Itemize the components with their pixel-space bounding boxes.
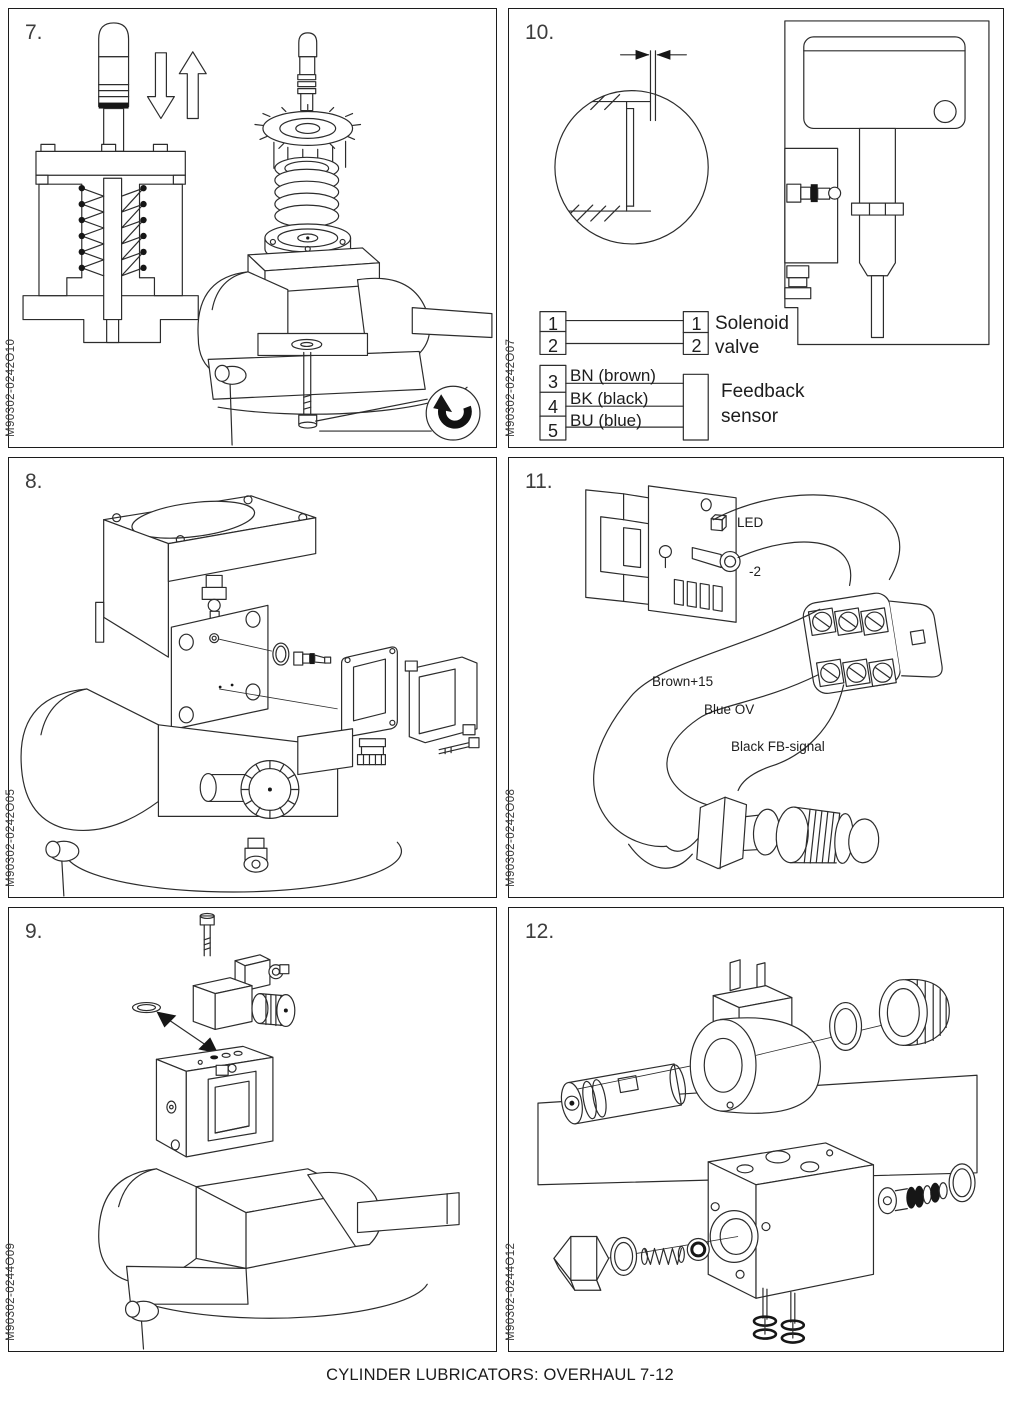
page-caption: CYLINDER LUBRICATORS: OVERHAUL 7-12	[326, 1366, 674, 1384]
spring	[640, 1245, 685, 1265]
background-plane	[537, 1074, 978, 1186]
wire-label-black: Black FB-signal	[731, 739, 825, 754]
solenoid-pin-label: 1	[691, 314, 702, 334]
o-ring	[131, 1001, 162, 1014]
figure-code: M90302-0242O05	[5, 788, 17, 887]
feedback-sensor-label: sensor	[721, 406, 779, 427]
drain-fitting	[243, 837, 269, 873]
wiring-diagram	[539, 311, 709, 441]
armature-tube	[560, 1063, 687, 1125]
bottom-pins-and-washers	[752, 1287, 806, 1344]
figure-panel-8: 8. M90302-0242O05	[5, 457, 497, 898]
wire-label-bu: BU (blue)	[570, 411, 642, 430]
pcb-plate	[647, 485, 741, 623]
coil-spring	[274, 156, 340, 228]
figure-panel-12: 12. M90302-0244O12	[505, 907, 1004, 1352]
screw-and-washer	[291, 338, 323, 429]
lubricator-body	[95, 495, 317, 658]
solenoid-valve-label: Solenoid	[715, 313, 789, 334]
solenoid-valve-removal-illustration	[98, 912, 460, 1350]
figure-panel-7: 7. M90302-0242O10	[5, 8, 497, 448]
plug-o-ring	[610, 1236, 638, 1276]
screw	[199, 912, 215, 957]
feedback-sensor-label: Feedback	[721, 381, 805, 402]
spool-o-ring	[948, 1163, 976, 1203]
sensor-gap-illustration	[539, 20, 990, 441]
vise	[98, 1168, 460, 1350]
panel-number: 12.	[525, 920, 555, 943]
rotate-arrow-icon	[315, 385, 481, 441]
solenoid-valve-assembly	[192, 954, 296, 1031]
pin-label: 3	[547, 372, 558, 392]
wiring-connection-illustration	[585, 485, 943, 870]
exploded-plunger	[297, 32, 318, 112]
hex-plug	[553, 1235, 610, 1291]
gap-detail-circle	[554, 49, 709, 245]
o-ring	[272, 642, 290, 666]
pin-label: 1	[547, 314, 558, 334]
figure-panel-11: 11. M90302-0242O08	[505, 457, 1004, 898]
knurled-nut	[878, 978, 950, 1046]
pin-label: 2	[547, 336, 558, 356]
figure-panel-9: 9. M90302-0244O09	[5, 907, 497, 1352]
vise	[197, 271, 493, 446]
spool-assembly	[877, 1182, 948, 1215]
up-arrow-icon	[178, 51, 207, 120]
coil-o-ring	[829, 1001, 863, 1051]
valve-block	[155, 1045, 274, 1158]
feedback-sensor-exploded-illustration	[20, 495, 480, 897]
solenoid-pin-label: 2	[691, 336, 702, 356]
panel-number: 11.	[525, 470, 553, 493]
pump-element-exploded-illustration	[22, 22, 493, 446]
double-arrow	[156, 1011, 219, 1054]
led-label: LED	[737, 515, 764, 530]
pump-element-cross-section	[22, 22, 199, 344]
pin-label: 5	[547, 421, 558, 441]
figure-code: M90302-0244O12	[505, 1242, 517, 1341]
feedback-sensor	[696, 796, 880, 870]
panel-number: 7.	[25, 21, 43, 44]
connector-label: -2	[749, 564, 762, 579]
panel-number: 10.	[525, 21, 555, 44]
vent-fitting	[201, 574, 227, 623]
figure-code: M90302-0244O09	[5, 1242, 17, 1341]
solenoid-valve-label: valve	[715, 337, 760, 358]
panel-number: 9.	[25, 920, 43, 943]
sensor-pin	[293, 651, 332, 666]
solenoid-valve-exploded-illustration	[537, 959, 978, 1344]
wire-label-blue: Blue OV	[704, 702, 755, 717]
pump-block	[247, 247, 381, 294]
spring-section-dots	[78, 184, 147, 272]
down-arrow-icon	[146, 52, 175, 120]
figure-code: M90302-0242O10	[5, 338, 17, 437]
terminal-block	[802, 592, 943, 694]
solenoid-coil	[689, 959, 821, 1114]
wires	[593, 494, 901, 869]
pin-label: 4	[547, 397, 558, 417]
mounting-bracket	[585, 489, 650, 605]
figure-code: M90302-0242O07	[505, 338, 517, 437]
sensor-housing	[340, 646, 398, 766]
figure-panel-10: 10. M90302-0242O07	[505, 8, 1004, 448]
mounting-plate	[170, 604, 338, 731]
figure-code: M90302-0242O08	[505, 788, 517, 887]
valve-block	[707, 1142, 875, 1299]
bracket-screw	[438, 737, 480, 755]
wire-label-brown: Brown+15	[652, 674, 714, 689]
sensor-bracket	[404, 656, 478, 744]
panel-number: 8.	[25, 470, 43, 493]
adjusting-knob	[199, 760, 300, 819]
wire-label-bn: BN (brown)	[570, 366, 656, 385]
lubricator-cross-section	[784, 20, 990, 346]
wire-label-bk: BK (black)	[570, 389, 649, 408]
valve-seat	[686, 1237, 710, 1262]
